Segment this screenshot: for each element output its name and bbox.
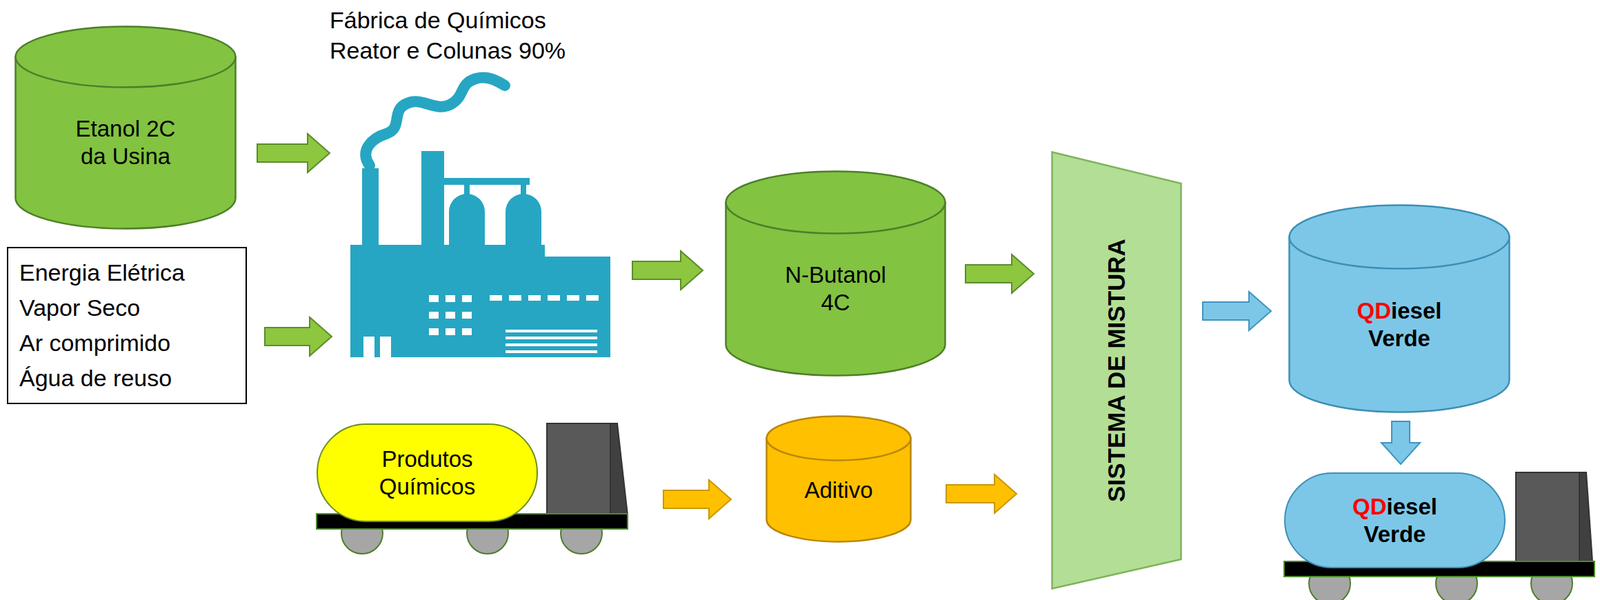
factory-icon <box>350 77 611 358</box>
window <box>547 295 560 301</box>
tank-dome <box>448 193 485 249</box>
pipe <box>444 177 530 185</box>
tanker-body: QDiesel Verde <box>1284 472 1506 569</box>
chimney <box>362 168 379 252</box>
cylinder-top <box>1289 205 1510 269</box>
node-label: Produtos Químicos <box>351 445 504 500</box>
text-area: Energia ElétricaVapor SecoAr comprimidoÁ… <box>8 248 246 403</box>
vent <box>505 329 598 333</box>
storage-tank: QDiesel Verde <box>1288 204 1511 414</box>
cylinder-top <box>15 26 236 88</box>
cylinder-top <box>726 171 946 234</box>
truck-cab-front <box>610 423 628 516</box>
node-label: Vapor Seco <box>19 290 235 326</box>
chimney <box>421 151 445 248</box>
mixing-system: SISTEMA DE MISTURA <box>1051 151 1183 590</box>
trapezoid-shape <box>1052 152 1182 589</box>
node-label: N-Butanol 4C <box>770 261 902 316</box>
node-heading: Fábrica de Químicos Reator e Colunas 90% <box>329 4 606 66</box>
factory-node: Fábrica de Químicos Reator e Colunas 90% <box>350 71 611 358</box>
node-label: Água de reuso <box>19 360 235 396</box>
window <box>462 328 472 336</box>
block-arrow <box>965 254 1034 294</box>
node-label: QDiesel Verde <box>1337 297 1462 352</box>
window <box>428 311 439 319</box>
block-arrow <box>1381 421 1420 465</box>
window <box>428 328 439 336</box>
text-area: QDiesel Verde <box>1285 473 1505 567</box>
block-arrow <box>663 480 732 519</box>
window <box>445 328 456 336</box>
factory-building <box>350 244 611 358</box>
text-area: Fábrica de Químicos Reator e Colunas 90% <box>329 4 606 66</box>
block-arrow <box>946 474 1017 514</box>
vent <box>505 336 598 340</box>
text-area: QDiesel Verde <box>1288 235 1511 414</box>
truck-cab <box>546 423 611 516</box>
truck-qdiesel <box>1284 472 1595 600</box>
door <box>363 336 375 358</box>
window <box>462 311 472 319</box>
window <box>445 295 456 303</box>
tank-dome <box>505 193 542 249</box>
window <box>489 295 503 301</box>
door <box>380 336 392 358</box>
block-arrow <box>632 251 703 290</box>
storage-tank: N-Butanol 4C <box>724 170 947 377</box>
window <box>566 295 580 301</box>
cylinder-top <box>766 416 912 461</box>
window <box>528 295 541 301</box>
vent <box>505 350 598 354</box>
window <box>586 295 599 301</box>
factory-windows <box>363 295 599 358</box>
utilities-box: Energia ElétricaVapor SecoAr comprimidoÁ… <box>6 246 247 405</box>
text-area: SISTEMA DE MISTURA <box>1051 151 1183 590</box>
node-label: Etanol 2C da Usina <box>60 115 192 170</box>
truck-cab-front <box>1579 472 1593 562</box>
truck-chemicals <box>316 423 628 554</box>
block-arrow <box>257 133 330 173</box>
window <box>508 295 522 301</box>
text-area: Aditivo <box>765 437 912 543</box>
storage-tank: Aditivo <box>765 415 912 543</box>
block-arrow <box>1202 291 1272 331</box>
window <box>445 311 456 319</box>
window <box>428 295 439 303</box>
text-area: N-Butanol 4C <box>724 201 947 377</box>
node-label: QDiesel Verde <box>1333 493 1458 548</box>
storage-tank: Etanol 2C da Usina <box>14 25 237 230</box>
node-label: Aditivo <box>776 476 901 505</box>
accent-text: QD <box>1357 297 1392 324</box>
accent-text: QD <box>1352 493 1387 520</box>
tanker-body: Produtos Químicos <box>316 423 538 523</box>
node-label: SISTEMA DE MISTURA <box>1102 238 1131 503</box>
node-label: Energia Elétrica <box>19 255 235 291</box>
truck-cab <box>1515 472 1580 562</box>
node-label: Ar comprimido <box>19 325 235 361</box>
window <box>462 295 472 303</box>
text-area: Produtos Químicos <box>317 424 537 521</box>
block-arrow <box>264 317 332 356</box>
text-area: Etanol 2C da Usina <box>14 55 237 230</box>
vent <box>505 343 598 347</box>
